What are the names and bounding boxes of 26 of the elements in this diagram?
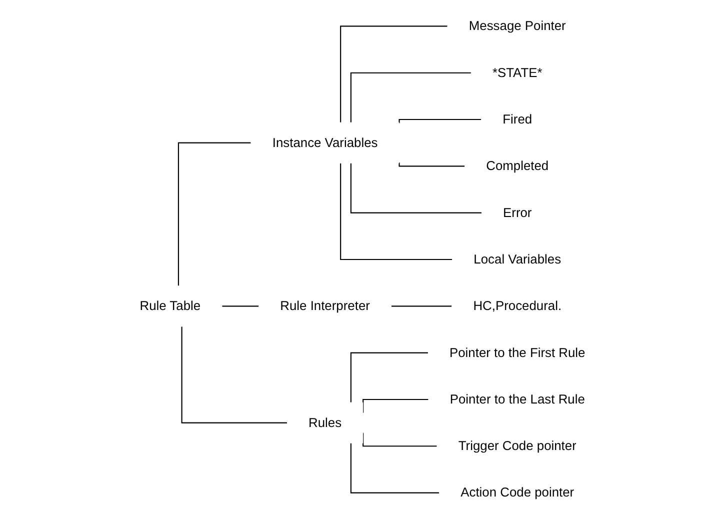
node-text: Pointer to the Last Rule <box>450 392 585 406</box>
node-text: Trigger Code pointer <box>458 438 576 453</box>
connector <box>398 118 482 124</box>
connector <box>390 306 452 307</box>
node-text: Pointer to the First Rule <box>450 345 586 360</box>
node-text: *STATE* <box>492 65 542 80</box>
connector <box>350 163 482 214</box>
node-text: Error <box>503 205 532 220</box>
node-text: Local Variables <box>474 252 562 266</box>
node-text: Rule Interpreter <box>280 298 370 313</box>
node-text: Fired <box>502 112 532 126</box>
connector <box>350 352 428 402</box>
node-text: Action Code pointer <box>460 485 574 500</box>
node-text: Completed <box>486 158 549 173</box>
connector <box>222 306 259 307</box>
connector <box>181 326 287 424</box>
node-text: Instance Variables <box>272 135 378 150</box>
connector <box>398 162 465 167</box>
connector <box>178 142 251 286</box>
connector <box>340 163 452 260</box>
connector <box>340 26 448 122</box>
connector <box>350 72 471 122</box>
node-text: Message Pointer <box>468 18 566 34</box>
connector <box>350 443 440 494</box>
node-text: Rule Table <box>140 298 201 313</box>
node-text: HC,Procedural. <box>473 298 562 313</box>
